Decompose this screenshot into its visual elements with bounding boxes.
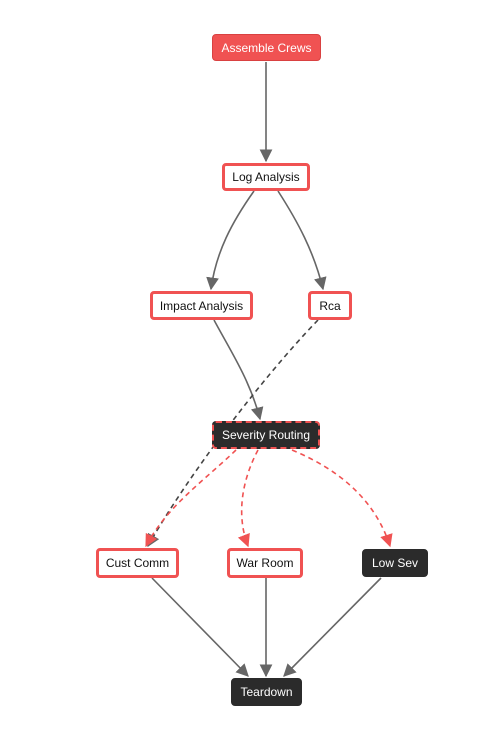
- node-cust-comm[interactable]: Cust Comm: [96, 548, 179, 578]
- edge-severity-routing-to-war-room: [237, 449, 259, 548]
- node-label: Rca: [319, 298, 341, 313]
- node-label: Impact Analysis: [159, 298, 244, 313]
- edge-cust-comm-to-teardown: [151, 577, 249, 677]
- edge-log-analysis-to-impact-analysis: [206, 190, 255, 291]
- node-assemble-crews[interactable]: Assemble Crews: [212, 34, 321, 61]
- node-label: War Room: [236, 556, 294, 570]
- node-label: Log Analysis: [232, 170, 300, 184]
- node-label: Assemble Crews: [221, 40, 312, 55]
- node-low-sev[interactable]: Low Sev: [362, 549, 428, 577]
- node-label: Severity Routing: [221, 428, 311, 442]
- edge-log-analysis-to-rca: [277, 190, 327, 291]
- node-rca[interactable]: Rca: [308, 291, 352, 320]
- node-impact-analysis[interactable]: Impact Analysis: [150, 291, 253, 320]
- edge-severity-routing-to-low-sev: [291, 449, 393, 548]
- node-label: Cust Comm: [105, 556, 170, 570]
- node-war-room[interactable]: War Room: [227, 548, 303, 578]
- edge-impact-analysis-to-severity-routing: [213, 319, 264, 421]
- node-log-analysis[interactable]: Log Analysis: [222, 163, 310, 191]
- node-label: Low Sev: [371, 556, 419, 570]
- node-severity-routing[interactable]: Severity Routing: [212, 421, 320, 449]
- node-label: Teardown: [240, 685, 293, 699]
- node-teardown[interactable]: Teardown: [231, 678, 302, 706]
- edge-low-sev-to-teardown: [283, 577, 382, 677]
- edge-severity-routing-to-cust-comm: [145, 449, 237, 548]
